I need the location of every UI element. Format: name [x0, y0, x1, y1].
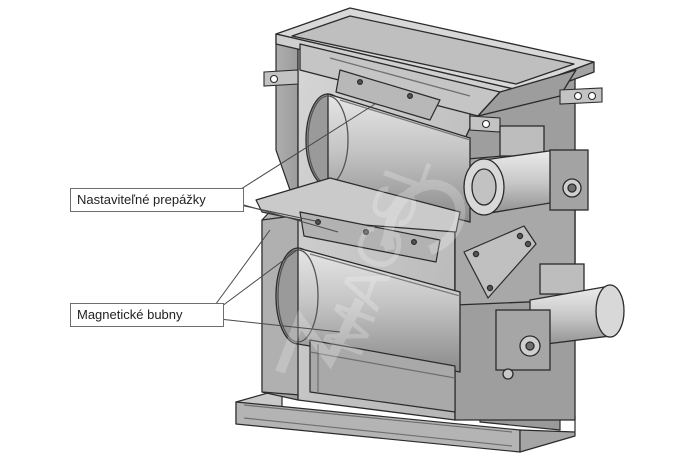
- upper-drive-motor: [463, 125, 589, 216]
- callout-text: Magnetické bubny: [77, 307, 183, 322]
- lower-drive-motor: [495, 263, 625, 380]
- callout-text: Nastaviteľné prepážky: [77, 192, 206, 207]
- callout-magnetic-drums: Magnetické bubny: [70, 303, 224, 327]
- discharge-chute: [309, 339, 456, 413]
- mounting-lugs: [263, 69, 603, 133]
- access-plate: [463, 225, 537, 299]
- lower-magnetic-drum: [275, 247, 461, 373]
- top-hopper: [275, 7, 595, 117]
- upper-adjustable-baffle: [335, 69, 441, 121]
- lower-adjustable-baffle: [299, 211, 441, 263]
- callout-adjustable-baffles: Nastaviteľné prepážky: [70, 188, 244, 212]
- callout-leader-lines: [209, 103, 376, 333]
